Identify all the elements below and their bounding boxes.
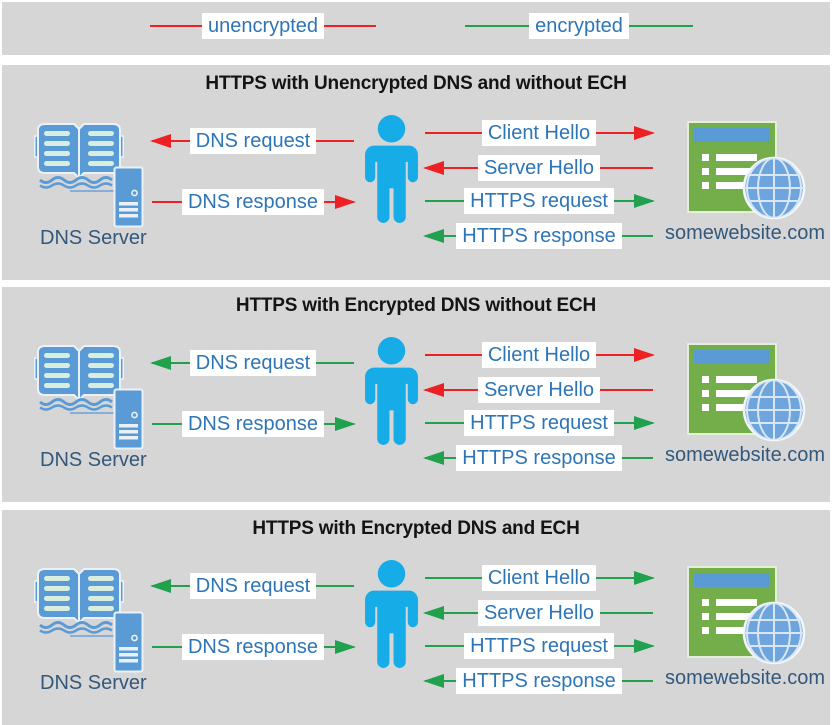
arrow-label: Client Hello (481, 565, 597, 591)
arrowhead-icon (634, 194, 655, 208)
menu-lines-icon (702, 376, 757, 411)
arrowhead-icon (634, 416, 655, 430)
dns-server-label: DNS Server (40, 227, 147, 249)
arrow-client-hello: Client Hello (423, 564, 655, 592)
arrow-label: DNS request (189, 128, 317, 154)
legend-unencrypted: unencrypted (148, 12, 378, 40)
legend-encrypted: encrypted (463, 12, 695, 40)
legend-bar: unencrypted encrypted (2, 2, 830, 55)
arrowhead-icon (634, 126, 655, 140)
arrow-server-hello: Server Hello (423, 376, 655, 404)
arrowhead-icon (423, 674, 444, 688)
panel-title: HTTPS with Encrypted DNS without ECH (235, 295, 597, 316)
legend-label-encrypted: encrypted (529, 13, 629, 39)
arrowhead-icon (335, 417, 356, 431)
book-server-connector-line (70, 190, 116, 192)
arrowhead-icon (423, 383, 444, 397)
panel: HTTPS with Encrypted DNS and ECH (2, 510, 830, 725)
arrow-https-response: HTTPS response (423, 222, 655, 250)
arrowhead-icon (423, 606, 444, 620)
website-icon (687, 343, 806, 442)
arrow-label: DNS response (181, 411, 325, 437)
arrow-https-request: HTTPS request (423, 632, 655, 660)
arrow-server-hello: Server Hello (423, 154, 655, 182)
arrowhead-icon (634, 348, 655, 362)
arrow-dns-request: DNS request (150, 127, 356, 155)
arrow-label: Client Hello (481, 342, 597, 368)
globe-icon (742, 378, 806, 442)
globe-icon (742, 601, 806, 665)
server-icon (113, 388, 144, 450)
arrow-https-request: HTTPS request (423, 409, 655, 437)
arrow-label: Server Hello (477, 155, 601, 181)
arrowhead-icon (150, 356, 171, 370)
arrow-label: DNS request (189, 573, 317, 599)
website-label: somewebsite.com (664, 444, 826, 466)
arrow-dns-response: DNS response (150, 188, 356, 216)
arrow-label: Client Hello (481, 120, 597, 146)
arrow-https-request: HTTPS request (423, 187, 655, 215)
arrow-dns-request: DNS request (150, 572, 356, 600)
menu-lines-icon (702, 154, 757, 189)
dns-server-label: DNS Server (40, 449, 147, 471)
book-icon (34, 568, 124, 634)
panel: HTTPS with Encrypted DNS without ECH (2, 287, 830, 502)
arrow-label: HTTPS response (456, 668, 622, 694)
arrowhead-icon (634, 639, 655, 653)
dns-server-label: DNS Server (40, 672, 147, 694)
arrow-label: DNS response (181, 189, 325, 215)
website-label: somewebsite.com (664, 667, 826, 689)
arrow-label: HTTPS request (464, 410, 614, 436)
arrow-dns-response: DNS response (150, 410, 356, 438)
arrowhead-icon (423, 161, 444, 175)
book-server-connector-line (70, 635, 116, 637)
website-label: somewebsite.com (664, 222, 826, 244)
arrow-https-response: HTTPS response (423, 444, 655, 472)
arrow-dns-response: DNS response (150, 633, 356, 661)
arrow-label: HTTPS response (456, 223, 622, 249)
person-icon (365, 560, 418, 668)
arrow-client-hello: Client Hello (423, 341, 655, 369)
arrowhead-icon (634, 571, 655, 585)
arrowhead-icon (423, 229, 444, 243)
book-server-connector-line (70, 412, 116, 414)
arrowhead-icon (150, 134, 171, 148)
globe-icon (742, 156, 806, 220)
panel: HTTPS with Unencrypted DNS and without E… (2, 65, 830, 280)
panel-title: HTTPS with Unencrypted DNS and without E… (205, 73, 627, 94)
book-icon (34, 123, 124, 189)
person-icon (365, 337, 418, 445)
arrowhead-icon (150, 579, 171, 593)
panel-title: HTTPS with Encrypted DNS and ECH (252, 518, 580, 539)
arrow-label: Server Hello (477, 377, 601, 403)
website-icon (687, 566, 806, 665)
server-icon (113, 611, 144, 673)
book-icon (34, 345, 124, 411)
arrow-dns-request: DNS request (150, 349, 356, 377)
arrow-label: HTTPS response (456, 445, 622, 471)
arrow-https-response: HTTPS response (423, 667, 655, 695)
arrow-label: Server Hello (477, 600, 601, 626)
arrow-label: DNS response (181, 634, 325, 660)
arrow-server-hello: Server Hello (423, 599, 655, 627)
arrow-client-hello: Client Hello (423, 119, 655, 147)
menu-lines-icon (702, 599, 757, 634)
arrowhead-icon (335, 640, 356, 654)
website-icon (687, 121, 806, 220)
arrow-label: HTTPS request (464, 188, 614, 214)
arrowhead-icon (423, 451, 444, 465)
arrow-label: HTTPS request (464, 633, 614, 659)
server-icon (113, 166, 144, 228)
arrow-label: DNS request (189, 350, 317, 376)
person-icon (365, 115, 418, 223)
arrowhead-icon (335, 195, 356, 209)
legend-label-unencrypted: unencrypted (201, 13, 325, 39)
